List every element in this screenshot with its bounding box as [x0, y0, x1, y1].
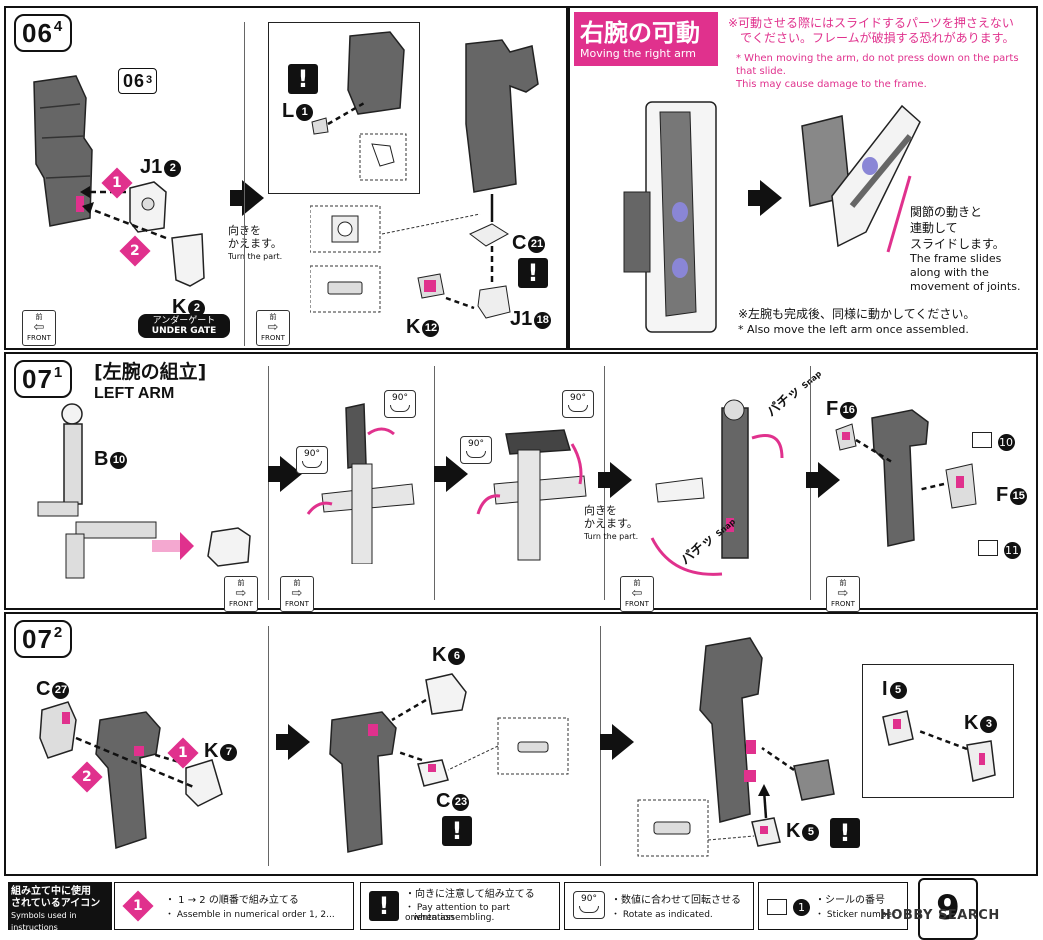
slide-note-jp: 関節の動きと 連動して スライドします。: [910, 205, 1005, 251]
snap-illustration: [650, 399, 784, 576]
sticker-number-icon: 1: [793, 899, 810, 916]
rotate-90-icon: 90°: [384, 390, 416, 418]
next-arrow: [276, 724, 310, 760]
sticker-10: 10: [972, 432, 1015, 451]
left-arm-note-jp: ※左腕も完成後、同様に動かしてください。: [738, 307, 976, 321]
front-indicator-4: 前⇨FRONT: [280, 576, 314, 612]
part-k-illustration: [171, 233, 205, 287]
step-number: 06 4: [14, 14, 73, 52]
c-k-assembly-illustration: [39, 701, 223, 850]
rotation-step-2: [476, 429, 587, 561]
divider: [268, 626, 269, 866]
upper-arm-part-illustration: [33, 75, 93, 227]
legend-title: 組み立て中に使用 されているアイコン Symbols used in instr…: [8, 882, 112, 932]
front-indicator-2: 前⇨FRONT: [256, 310, 290, 346]
caution-icon: !: [442, 816, 472, 846]
next-arrow: [434, 456, 468, 492]
assembly-detail: [310, 194, 511, 319]
frame-b-illustration: [37, 403, 157, 579]
divider: [434, 366, 435, 600]
rotate-90-icon: 90°: [296, 446, 328, 474]
next-arrow: [598, 462, 632, 498]
sticker-icon: [767, 899, 787, 915]
front-indicator-6: 前⇨FRONT: [826, 576, 860, 612]
next-arrow: [806, 462, 840, 498]
next-arrow: [600, 724, 634, 760]
step-number: 07 1: [14, 360, 73, 398]
turn-note: 向きを かえます。 Turn the part.: [228, 224, 283, 261]
right-arm-header: 右腕の可動 Moving the right arm: [574, 12, 718, 66]
rotate-90-icon: 90°: [573, 891, 605, 919]
sticker-11: 11: [978, 540, 1021, 559]
watermark: HOBBY SEARCH: [880, 908, 1000, 923]
front-indicator-3: 前⇨FRONT: [224, 576, 258, 612]
rotate-90-icon: 90°: [460, 436, 492, 464]
caution-icon-c: !: [518, 258, 548, 288]
legend-sticker: 1 ・シールの番号 ・ Sticker number: [758, 882, 908, 930]
motion-arrow: [748, 180, 782, 216]
forearm-part-illustration: [465, 39, 539, 193]
legend-rotate: 90° ・数値に合わせて回転させる ・ Rotate as indicated.: [564, 882, 754, 930]
divider: [268, 366, 269, 600]
slide-note-en: The frame slides along with the movement…: [910, 252, 1021, 293]
l-part-callout: [311, 31, 407, 181]
rotation-step-1: [306, 403, 415, 564]
legend-orientation: ! ・向きに注意して組み立てる ・ Pay attention to part …: [360, 882, 560, 930]
ref-step-06-3: 06 3: [118, 68, 158, 94]
arm-straight-illustration: [623, 101, 717, 333]
divider: [244, 22, 245, 346]
symbol-legend: 組み立て中に使用 されているアイコン Symbols used in instr…: [8, 882, 1038, 932]
turn-note: 向きを かえます。 Turn the part.: [584, 504, 639, 541]
caution-icon: !: [369, 891, 399, 921]
front-indicator: 前⇦FRONT: [22, 310, 56, 346]
next-arrow: [230, 180, 264, 216]
inset-box: [862, 664, 1014, 798]
caution-note-en: * When moving the arm, do not press down…: [736, 53, 1019, 90]
i5-k3-k5-assembly-illustration: [637, 637, 835, 857]
arm-bent-illustration: [801, 104, 921, 253]
step-number: 07 2: [14, 620, 73, 658]
assembly-arrows: [80, 186, 167, 240]
left-arm-note-en: * Also move the left arm once assembled.: [738, 323, 969, 336]
caution-icon: !: [288, 64, 318, 94]
right-arm-movement-panel: 右腕の可動 Moving the right arm ※可動させる際にはスライド…: [568, 6, 1038, 350]
i5-k3-inset-illustration: [882, 710, 996, 782]
left-arm-title: [左腕の組立] LEFT ARM: [94, 361, 207, 402]
k6-c23-assembly-illustration: [329, 673, 569, 853]
legend-order: 1 ・ 1 → 2 の順番で組み立てる ・ Assemble in numeri…: [114, 882, 354, 930]
caution-note-jp: ※可動させる際にはスライドするパーツを押さえない でください。フレームが破損する…: [728, 16, 1015, 45]
under-gate-badge: アンダーゲート UNDER GATE: [138, 314, 230, 338]
caution-icon: !: [830, 818, 860, 848]
order-icon: 1: [122, 890, 154, 922]
part-j1-illustration: [129, 181, 167, 233]
front-indicator-5: 前⇦FRONT: [620, 576, 654, 612]
f-parts-illustration: [835, 409, 977, 547]
rotate-90-icon: 90°: [562, 390, 594, 418]
insert-arrow: [152, 527, 251, 567]
